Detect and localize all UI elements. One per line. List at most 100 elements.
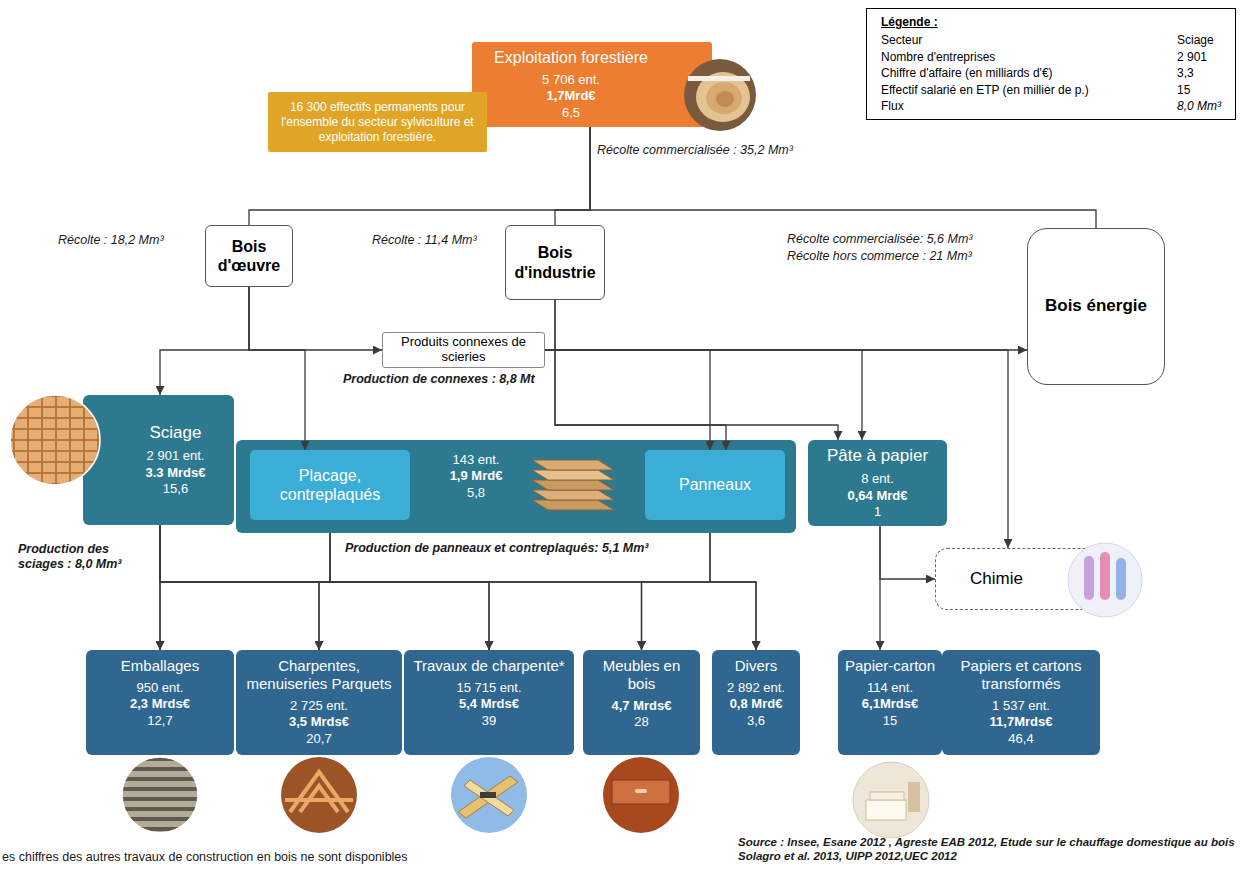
sector-box: Papiers et cartons transformés1 537 ent.… [942, 650, 1100, 755]
node-text: 950 ent. [90, 680, 230, 696]
node-text: 20,7 [240, 731, 398, 747]
node-text: Légende : [881, 15, 1221, 29]
node-text: 2 725 ent. [240, 698, 398, 714]
sector-box: Travaux de charpente*15 715 ent.5,4 Mrds… [404, 650, 574, 755]
panel-photo [532, 460, 614, 510]
node-text: 143 ent. [426, 452, 526, 468]
node-text: Charpentes, menuiseries Parquets [240, 657, 398, 693]
furniture-ground [603, 757, 679, 833]
lumber-photo [10, 395, 100, 485]
node-text: 1 [814, 504, 941, 520]
flow-label: Production de panneaux et contreplaqués:… [345, 541, 649, 556]
node-text: 5,4 Mrds€ [408, 696, 570, 712]
lumber-stack [10, 395, 100, 485]
callout-box: 16 300 effectifs permanents pour l'ensem… [268, 92, 487, 152]
node-text: 2 901 ent. [123, 448, 228, 464]
node-text: Nombre d'entreprises [881, 50, 1165, 64]
panel-sheet [532, 490, 614, 500]
lab-ground [1068, 543, 1142, 617]
node-text: Flux [881, 99, 1165, 113]
node-text: 15 [1177, 83, 1221, 97]
sector-box: Charpentes, menuiseries Parquets 2 725 en… [236, 650, 402, 755]
sector-box: Placage, contreplaqués [250, 450, 410, 520]
panel-sheet [532, 470, 614, 480]
panel-sheet [532, 500, 614, 510]
flow-label: Récolte : 11,4 Mm³ [372, 233, 477, 248]
node-text: 6,1Mrds€ [842, 696, 938, 712]
flow-connector [590, 127, 1096, 228]
log-tape [688, 76, 750, 81]
carpentry-photo [451, 757, 527, 833]
frame-photo [281, 757, 357, 833]
node-text: Bois d'industrie [510, 243, 600, 281]
node-text: Exploitation forestière [478, 48, 664, 67]
beam [464, 780, 514, 816]
node-text: Meubles en bois [587, 657, 696, 693]
hammer [480, 792, 496, 798]
node-text: 2 892 ent. [716, 680, 796, 696]
node-text: Travaux de charpente* [408, 657, 570, 675]
test-tube [1116, 558, 1126, 600]
flow-connector [249, 287, 305, 450]
node-text: Placage, contreplaqués [254, 466, 406, 504]
node-text: 12,7 [90, 713, 230, 729]
flow-connector [545, 350, 710, 450]
flow-connector [880, 526, 935, 579]
node-text: 16 300 effectifs permanents pour l'ensem… [276, 100, 479, 145]
node-text: 2,3 Mrds€ [90, 696, 230, 712]
paper-roll [908, 782, 920, 812]
sector-box: Exploitation forestière 5 706 ent.1,7Mrd€… [472, 42, 712, 127]
dashed-sector-box: Chimie [935, 548, 1100, 610]
node-text: Bois énergie [1032, 296, 1160, 316]
node-text: 39 [408, 713, 570, 729]
sector-box: Pâte à papier8 ent.0,64 Mrd€1 [808, 440, 947, 526]
node-text: Chimie [970, 569, 1095, 589]
flow-connector [160, 525, 319, 650]
node-text: 5,8 [426, 485, 526, 501]
frame-ground [281, 757, 357, 833]
node-text: Sciage [123, 423, 228, 443]
flow-connector [642, 533, 711, 650]
node-text: 8,0 Mm³ [1177, 99, 1221, 113]
node-text: 5 706 ent. [478, 72, 664, 88]
flow-label: es chiffres des autres travaux de constr… [2, 850, 408, 865]
node-text: Panneaux [649, 475, 781, 494]
node-text: Secteur [881, 33, 1165, 47]
node-text: Papier-carton [842, 657, 938, 675]
node-text: 1,7Mrd€ [478, 88, 664, 104]
test-tube [1084, 556, 1094, 600]
node-text: 11,7Mrds€ [946, 714, 1096, 730]
node-text: 28 [587, 714, 696, 730]
node-text: 3.3 Mrds€ [123, 465, 228, 481]
log-bark [684, 59, 756, 131]
flow-label: Récolte commercialisée : 35,2 Mm³ [597, 143, 793, 158]
log-ring [706, 82, 742, 114]
drawer-knob [635, 789, 647, 793]
paper-stack [866, 800, 906, 820]
flow-connector [159, 525, 160, 650]
flow-label: Récolte commercialisée: 5,6 Mm³ [787, 232, 972, 247]
node-text: 1,9 Mrd€ [426, 468, 526, 484]
chemistry-photo [1068, 543, 1142, 617]
flow-connector [545, 350, 862, 440]
node-text: 3,5 Mrds€ [240, 714, 398, 730]
paper-ground [853, 762, 929, 838]
flow-label: Source : Insee, Esane 2012 , Agreste EAB… [738, 836, 1238, 864]
flow-connector [545, 350, 1008, 548]
sector-box: Meubles en bois4,7 Mrds€28 [583, 650, 700, 755]
node-text: 0,64 Mrd€ [814, 488, 941, 504]
node-text: Emballages [90, 657, 230, 675]
node-text: 46,4 [946, 731, 1096, 747]
flow-connector [160, 533, 330, 650]
flow-connector [555, 300, 726, 450]
sector-box: Sciage2 901 ent.3.3 Mrds€15,6 [83, 395, 234, 525]
flow-connector [555, 300, 838, 440]
beam [458, 776, 518, 818]
legend-box: Légende :SecteurSciageNombre d'entrepris… [866, 8, 1236, 120]
flow-connector [545, 349, 1027, 350]
node-text: 114 ent. [842, 680, 938, 696]
flow-connector [319, 533, 330, 650]
